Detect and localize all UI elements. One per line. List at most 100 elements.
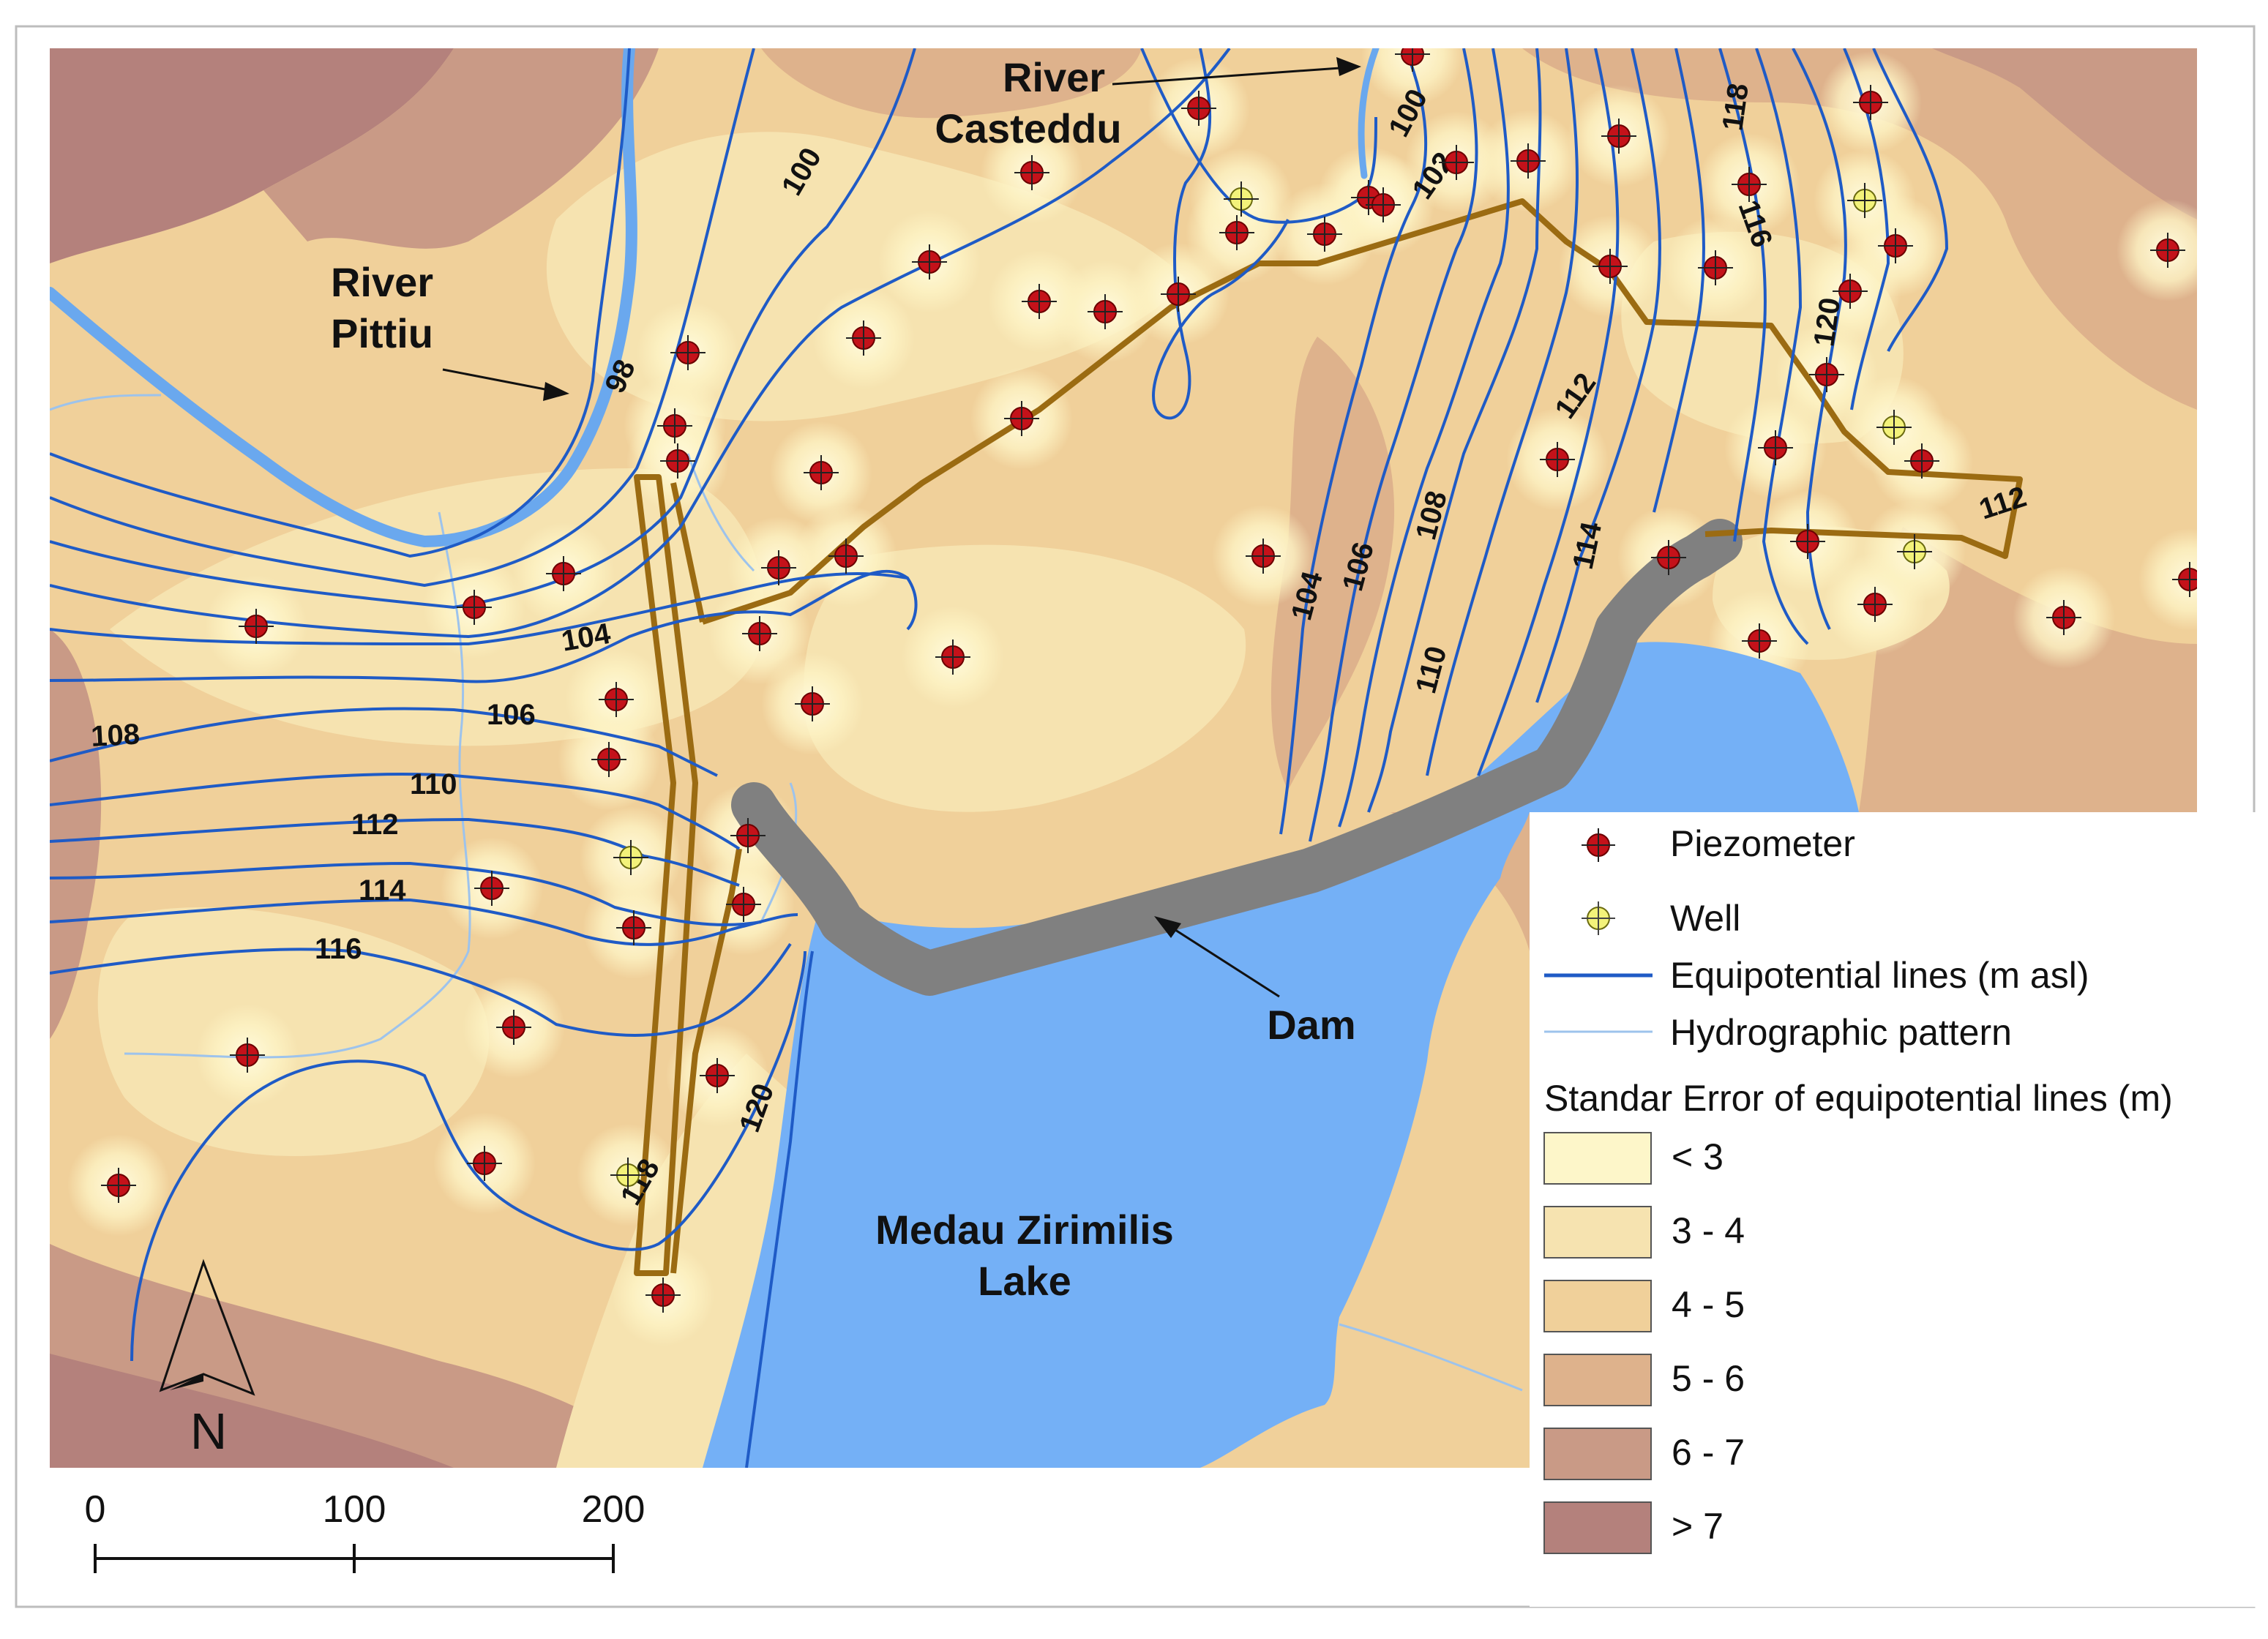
river-casteddu (1358, 48, 1380, 179)
dam-label: Dam (1267, 1002, 1355, 1048)
piezometer-icon (1014, 155, 1049, 190)
piezometer-icon (1790, 524, 1825, 559)
scale-label-0: 0 (85, 1488, 106, 1531)
se-zone-5-6-n (761, 48, 1142, 119)
piezometer-icon (1732, 167, 1767, 202)
legend: Piezometer Well Equipotential lines (m a… (1530, 812, 2261, 1607)
river-pittiu-arrow (442, 368, 557, 393)
piezometer-icon (1809, 357, 1844, 392)
equipotential-lines (50, 48, 1949, 1468)
piezometer-icon (2172, 562, 2197, 597)
piezometer-icon (1878, 228, 1913, 263)
legend-se-swatch (1543, 1280, 1652, 1332)
river-casteddu-arrowhead (1336, 57, 1361, 76)
observation-halo (2138, 528, 2197, 631)
legend-se-label: 3 - 4 (1672, 1210, 1745, 1251)
boundary-west-strip (634, 474, 698, 1276)
legend-label-piezometer: Piezometer (1670, 823, 1855, 864)
piezometer-icon (1088, 294, 1123, 329)
piezometer-icon (616, 910, 651, 945)
legend-se-label: 5 - 6 (1672, 1358, 1745, 1399)
legend-se-title: Standar Error of equipotential lines (m) (1544, 1078, 2173, 1119)
contour-label: 114 (359, 874, 406, 907)
legend-label-hydrographic: Hydrographic pattern (1670, 1012, 2012, 1053)
lake-label-line1: Medau Zirimilis (875, 1207, 1174, 1253)
legend-se-label: > 7 (1672, 1506, 1724, 1547)
north-arrow-label: N (190, 1403, 228, 1460)
se-zone-5-6-central (1270, 337, 1395, 790)
se-zone-6-7-w (50, 629, 102, 1039)
piezometer-icon (1853, 85, 1888, 120)
legend-se-label: 6 - 7 (1672, 1432, 1745, 1473)
piezometer-icon (726, 887, 761, 922)
se-zone-6-7-nw (263, 48, 659, 249)
piezometer-icon (1307, 217, 1342, 252)
legend-se-swatch (1543, 1354, 1652, 1406)
boundary-south-strip (670, 848, 742, 1274)
piezometer-icon (1219, 215, 1254, 250)
piezometer-icon (761, 550, 796, 585)
lake-label-line2: Lake (978, 1258, 1071, 1304)
piezometer-icon (1366, 187, 1401, 222)
se-zone-gt7-nw (50, 48, 454, 263)
piezometer-icon (546, 556, 581, 591)
legend-se-swatch (1543, 1132, 1652, 1185)
piezometer-icon (742, 616, 777, 651)
piezometer-icon (1601, 119, 1636, 154)
piezometer-icon (1439, 145, 1474, 180)
scale-bar: 0 100 200 (85, 1488, 645, 1573)
river-casteddu-label-line1: River (1003, 54, 1105, 100)
piezometer-icon (496, 1010, 531, 1045)
north-arrow: N (159, 1259, 255, 1460)
piezometer-icon (1582, 828, 1615, 862)
piezometer-icon (239, 609, 274, 644)
piezometer-icon (1651, 540, 1686, 575)
legend-label-equipotential: Equipotential lines (m asl) (1670, 955, 2089, 996)
lake (703, 642, 1859, 1468)
piezometer-icon (657, 408, 692, 443)
scale-label-200: 200 (582, 1488, 645, 1531)
piezometer-icon (912, 244, 947, 280)
contour-label: 118 (1716, 81, 1755, 132)
piezometer-icon (1246, 539, 1281, 574)
well-icon (1224, 181, 1259, 217)
river-casteddu-label-line2: Casteddu (935, 105, 1121, 151)
piezometer-icon (1511, 143, 1546, 179)
piezometer-icon (795, 686, 830, 721)
piezometer-icon (1904, 443, 1939, 479)
piezometer-icon (828, 539, 864, 574)
piezometer-icon (660, 443, 695, 479)
legend-label-well: Well (1670, 898, 1740, 939)
river-pittiu-arrowhead (543, 382, 569, 401)
piezometer-icon (804, 455, 839, 490)
well-icon (1582, 901, 1615, 935)
se-zone-6-7-ne (1932, 48, 2197, 220)
well-icon (1876, 410, 1912, 445)
legend-se-label: < 3 (1672, 1136, 1724, 1177)
dam (731, 519, 1743, 996)
piezometer-icon (846, 320, 881, 356)
piezometer-icon (457, 590, 492, 625)
piezometer-icon (935, 640, 970, 675)
piezometer-icon (1161, 277, 1196, 312)
legend-se-swatch (1543, 1206, 1652, 1259)
piezometer-icon (700, 1058, 735, 1093)
contour-label: 110 (410, 768, 457, 800)
piezometer-icon (1022, 284, 1057, 319)
contour-label: 108 (90, 719, 141, 753)
well-icon (1847, 183, 1882, 218)
piezometer-icon (1593, 249, 1628, 284)
piezometer-icon (1758, 430, 1793, 465)
legend-item-well: Well (1582, 898, 1740, 939)
legend-item-piezometer: Piezometer (1582, 823, 1855, 864)
well-icon (1897, 534, 1932, 569)
piezometer-icon (1004, 401, 1039, 436)
legend-se-swatch (1543, 1501, 1652, 1554)
piezometer-icon (467, 1146, 502, 1181)
observation-points (101, 48, 2197, 1313)
observation-halo (1361, 48, 1464, 105)
river-pittiu-label-line2: Pittiu (331, 310, 433, 356)
piezometer-icon (101, 1168, 136, 1203)
